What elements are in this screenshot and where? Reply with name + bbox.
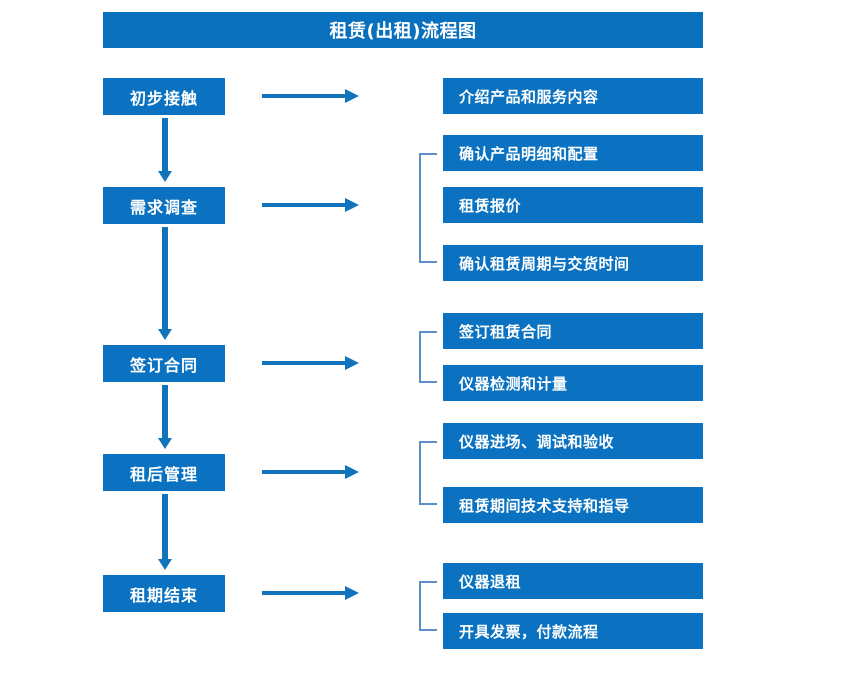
- detail-box-2-2[interactable]: 租赁报价: [443, 187, 703, 223]
- vertical-arrow-1-2: [158, 118, 172, 182]
- detail-box-4-2[interactable]: 租赁期间技术支持和指导: [443, 487, 703, 523]
- detail-box-3-1[interactable]: 签订租赁合同: [443, 313, 703, 349]
- diagram-title: 租赁(出租)流程图: [103, 12, 703, 48]
- detail-box-5-2[interactable]: 开具发票，付款流程: [443, 613, 703, 649]
- detail-box-1-1[interactable]: 介绍产品和服务内容: [443, 78, 703, 114]
- vertical-arrow-4-5: [158, 494, 172, 570]
- horizontal-arrow-4: [262, 465, 359, 479]
- detail-box-2-3[interactable]: 确认租赁周期与交货时间: [443, 245, 703, 281]
- group-bracket-3: [419, 331, 437, 383]
- horizontal-arrow-1: [262, 89, 359, 103]
- detail-box-4-1[interactable]: 仪器进场、调试和验收: [443, 423, 703, 459]
- horizontal-arrow-5: [262, 586, 359, 600]
- detail-box-3-2[interactable]: 仪器检测和计量: [443, 365, 703, 401]
- group-bracket-5: [419, 581, 437, 631]
- stage-box-2[interactable]: 需求调查: [103, 187, 225, 224]
- stage-box-1[interactable]: 初步接触: [103, 78, 225, 115]
- detail-box-5-1[interactable]: 仪器退租: [443, 563, 703, 599]
- horizontal-arrow-3: [262, 356, 359, 370]
- detail-box-2-1[interactable]: 确认产品明细和配置: [443, 135, 703, 171]
- group-bracket-2: [419, 153, 437, 263]
- vertical-arrow-3-4: [158, 385, 172, 449]
- stage-box-4[interactable]: 租后管理: [103, 454, 225, 491]
- stage-box-3[interactable]: 签订合同: [103, 345, 225, 382]
- horizontal-arrow-2: [262, 198, 359, 212]
- group-bracket-4: [419, 441, 437, 505]
- vertical-arrow-2-3: [158, 227, 172, 340]
- stage-box-5[interactable]: 租期结束: [103, 575, 225, 612]
